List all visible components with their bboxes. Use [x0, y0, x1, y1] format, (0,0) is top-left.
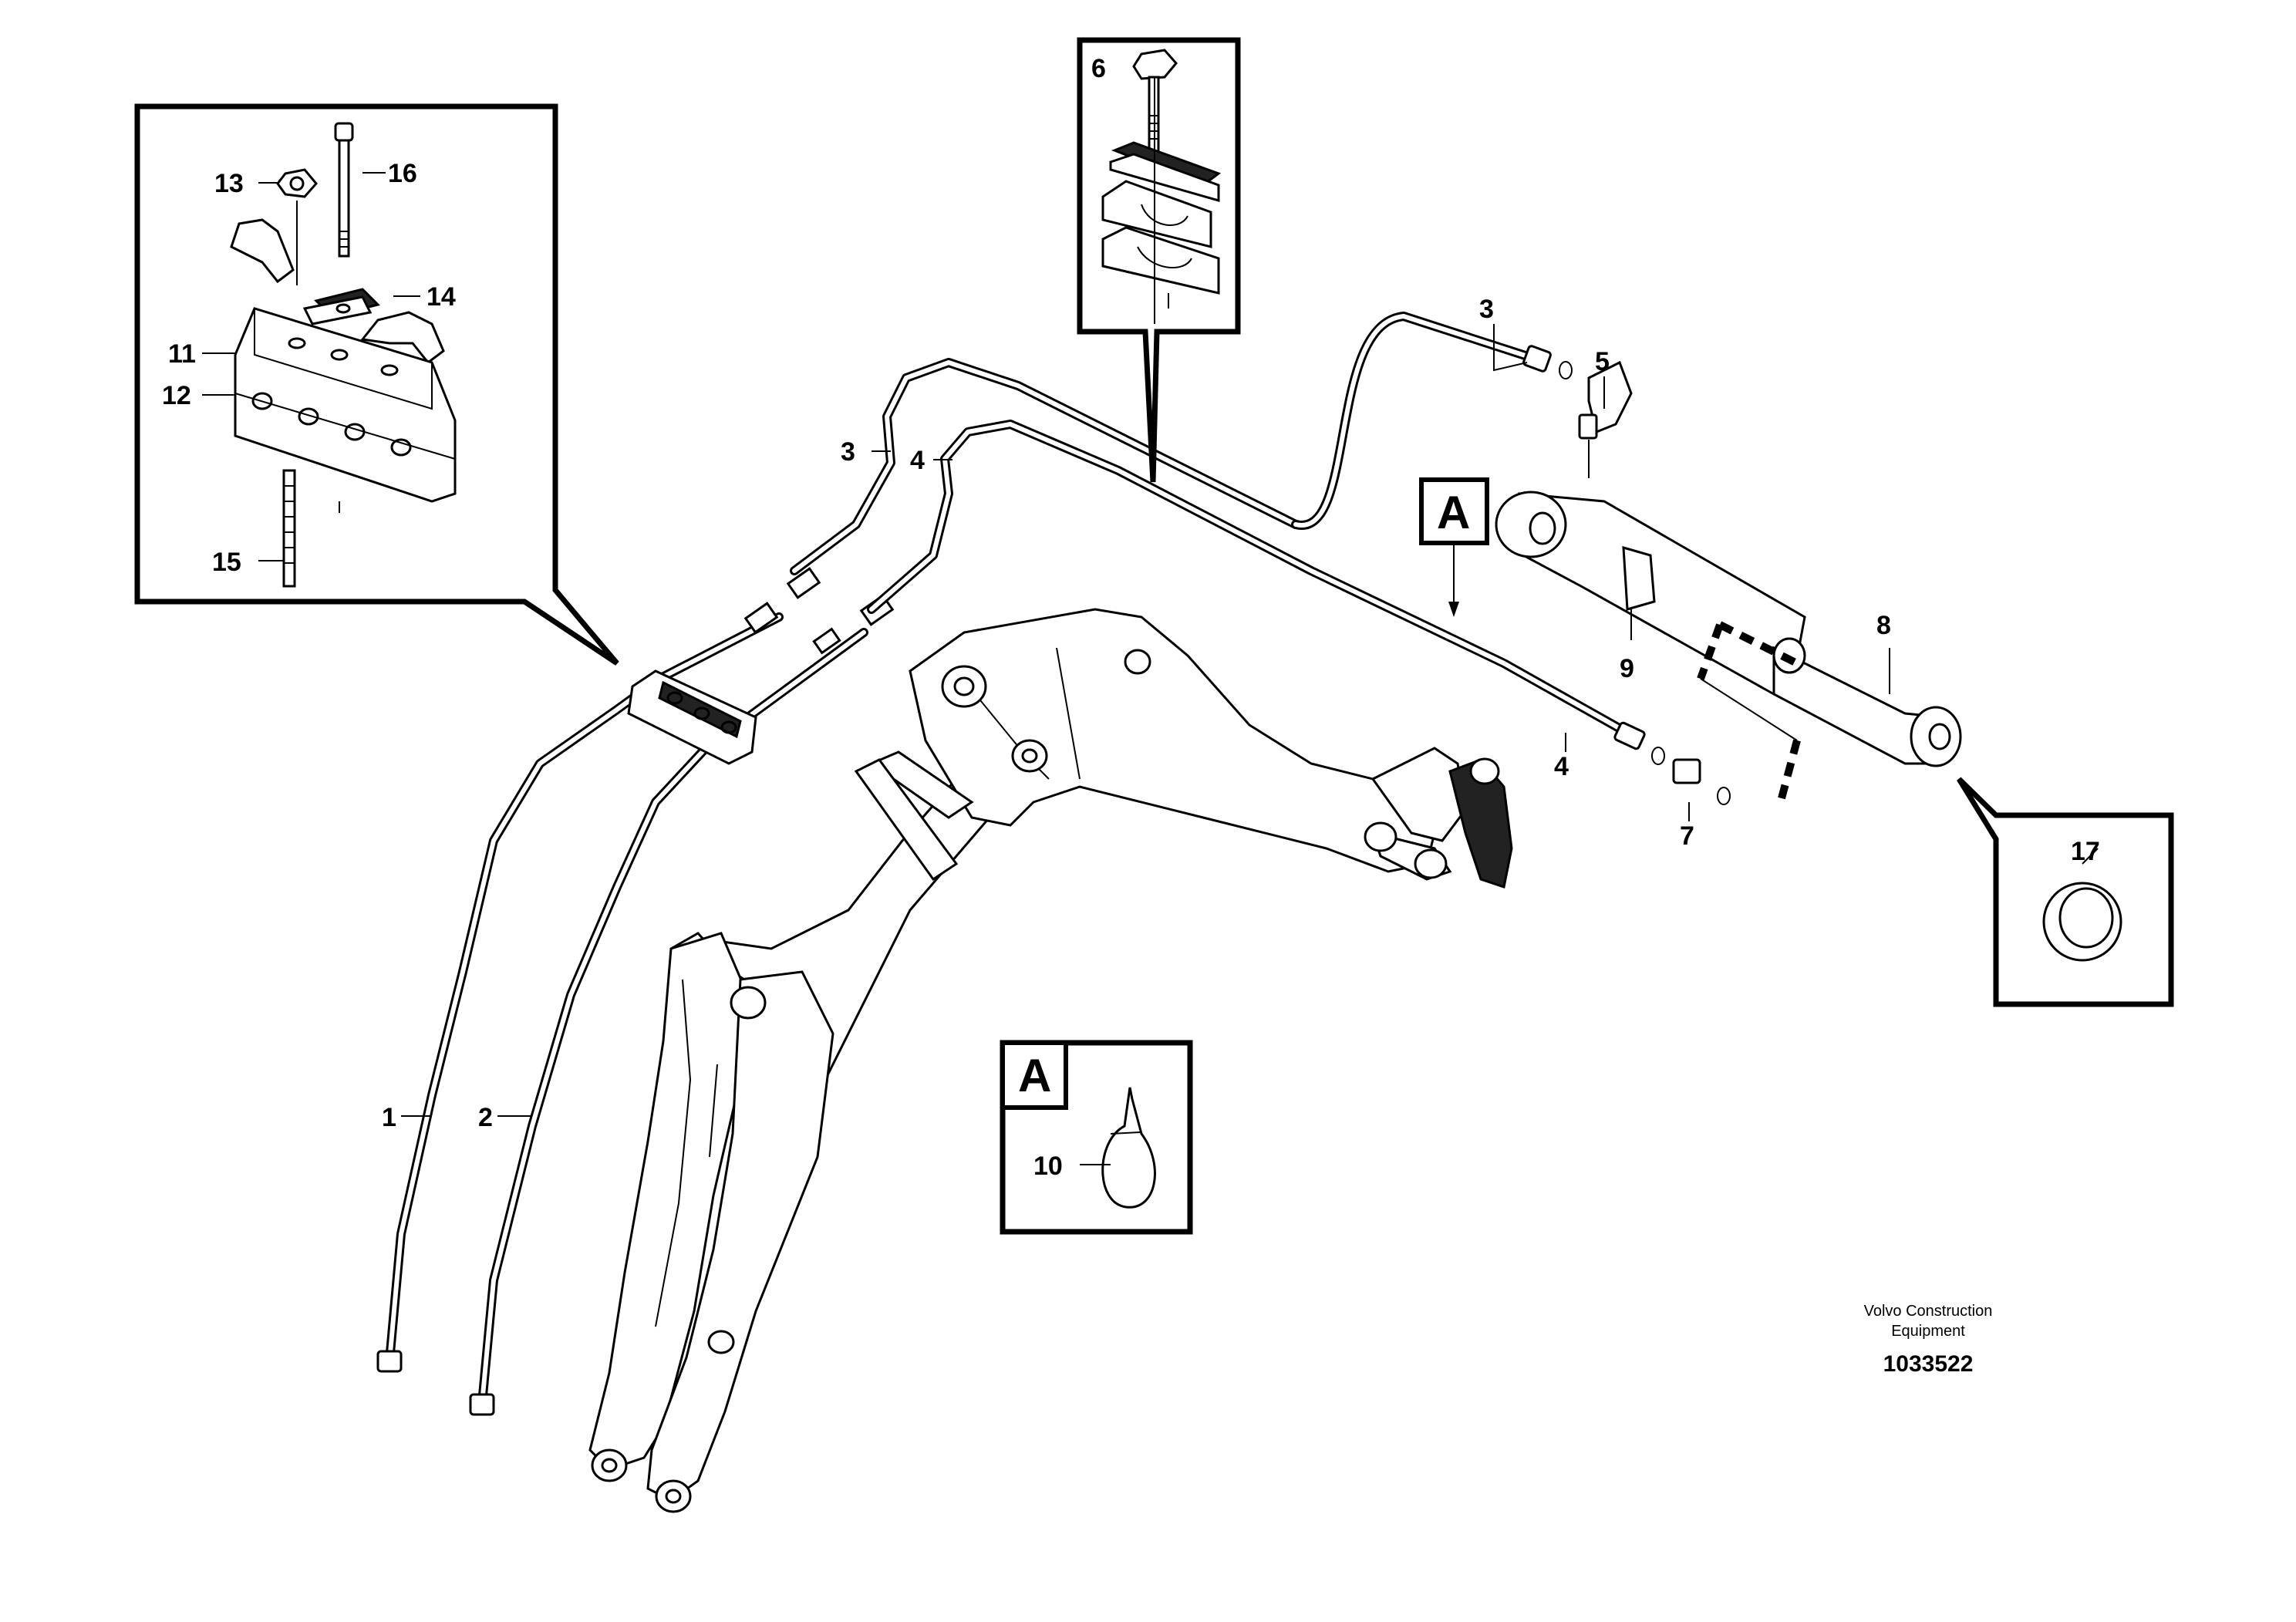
label-14: 14	[426, 282, 456, 312]
label-2: 2	[478, 1103, 493, 1132]
label-13: 13	[214, 169, 244, 198]
straight-fitting	[1672, 758, 1731, 805]
credit-line-2: Equipment	[1891, 1323, 1965, 1340]
credit-line-1: Volvo Construction	[1864, 1303, 1993, 1320]
pipe-4	[867, 420, 1632, 737]
detail-box-clamp	[134, 103, 619, 666]
title-block: Volvo Construction Equipment 1033522	[1864, 1303, 1993, 1377]
boom-assembly	[588, 608, 1513, 1513]
label-16: 16	[388, 159, 417, 188]
label-3: 3	[1479, 295, 1494, 324]
pipe-3	[790, 358, 1300, 575]
dashed-callout	[1697, 621, 1801, 800]
detail-box-cable-tie	[1000, 1040, 1193, 1235]
callout-labels: 1 2 3 4 3 5 6 4 7 8 9 10 11 12 13 14 15 …	[162, 54, 2100, 1181]
label-5: 5	[1595, 347, 1610, 376]
label-8: 8	[1876, 611, 1891, 640]
label-17: 17	[2071, 837, 2100, 866]
detail-box-bolt-clamp	[1077, 37, 1241, 483]
label-7: 7	[1680, 821, 1694, 851]
detail-box-seal	[1957, 777, 2174, 1007]
label-3: 3	[841, 437, 855, 467]
pipe-4-fittings	[1613, 721, 1665, 765]
detail-tag-a: A	[1018, 1050, 1051, 1101]
pipe-3-upper	[1291, 312, 1573, 530]
label-15: 15	[212, 548, 241, 577]
label-4: 4	[1554, 752, 1569, 781]
label-9: 9	[1620, 654, 1634, 683]
label-11: 11	[168, 339, 196, 369]
hydraulic-cylinder	[1495, 491, 1962, 767]
label-10: 10	[1033, 1152, 1063, 1181]
leader-lines	[401, 324, 1890, 1117]
label-6: 6	[1091, 54, 1106, 83]
detail-tag-a: A	[1437, 487, 1470, 538]
drawing-number: 1033522	[1883, 1351, 1974, 1377]
pipe-2	[469, 628, 868, 1416]
detail-tag-a-cylinder	[1419, 477, 1489, 617]
pipe-clamp-block	[627, 669, 757, 765]
label-1: 1	[382, 1103, 396, 1132]
label-12: 12	[162, 381, 191, 410]
elbow-fitting	[1578, 360, 1633, 478]
label-4: 4	[910, 446, 925, 475]
